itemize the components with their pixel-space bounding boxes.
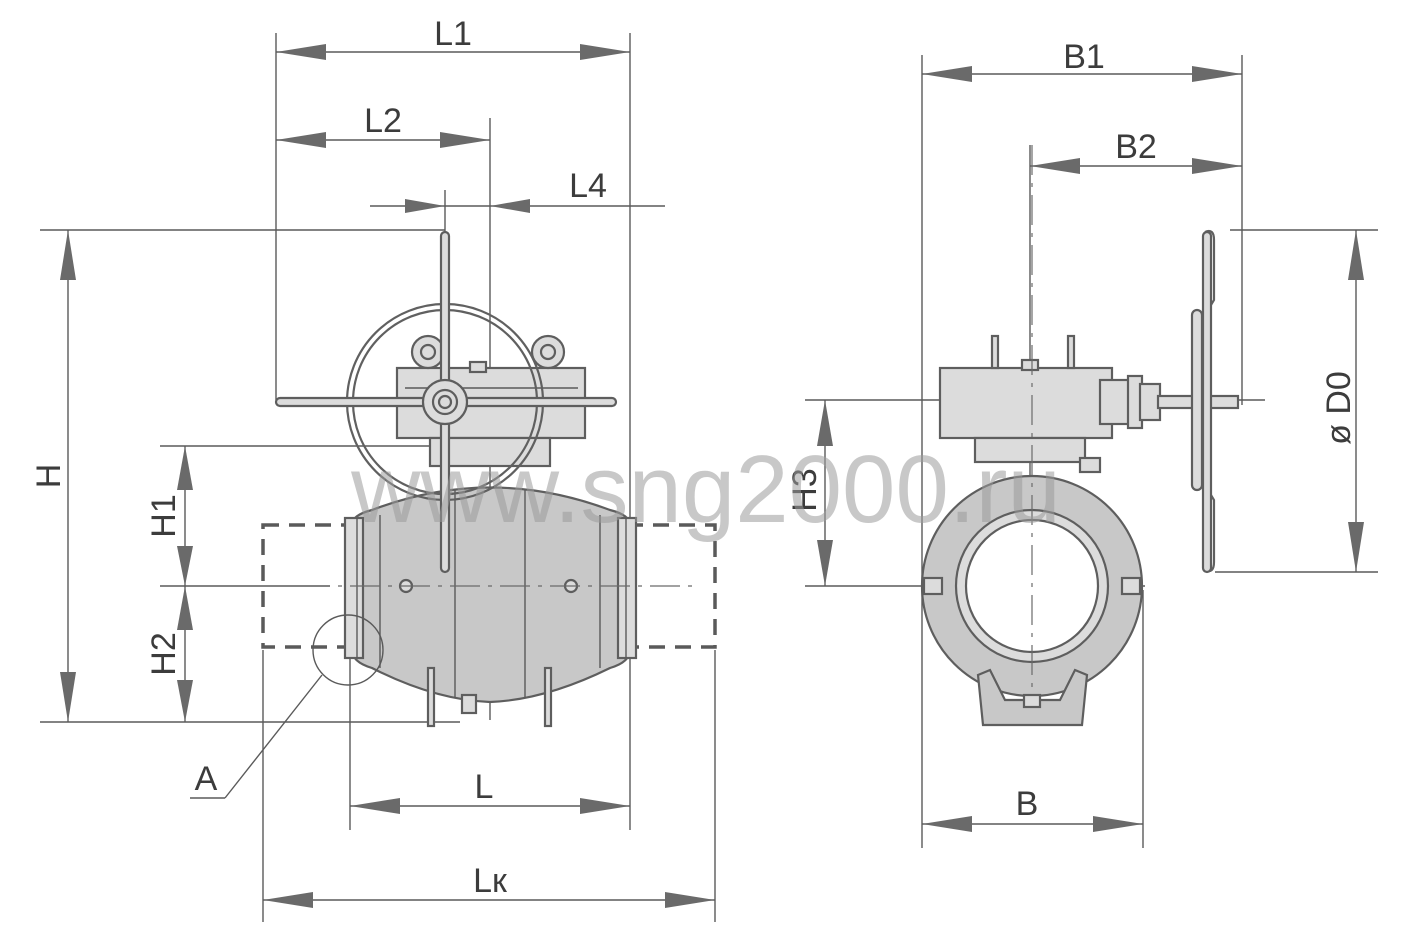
front-view [40, 33, 717, 922]
label-H3: H3 [786, 468, 824, 511]
watermark: www.sng2000.ru [350, 436, 1061, 543]
label-H: H [30, 464, 68, 489]
label-L: L [475, 768, 494, 806]
label-Lk: Lк [473, 862, 508, 900]
label-L2: L2 [364, 102, 402, 140]
label-B: B [1016, 785, 1039, 823]
label-D0: ø D0 [1320, 371, 1358, 445]
side-view [805, 55, 1378, 848]
label-L1: L1 [434, 15, 472, 53]
label-L4: L4 [569, 167, 607, 205]
label-B1: B1 [1063, 38, 1105, 76]
label-A: A [195, 760, 218, 798]
label-H1: H1 [145, 494, 183, 537]
label-B2: B2 [1115, 128, 1157, 166]
label-H2: H2 [145, 632, 183, 675]
